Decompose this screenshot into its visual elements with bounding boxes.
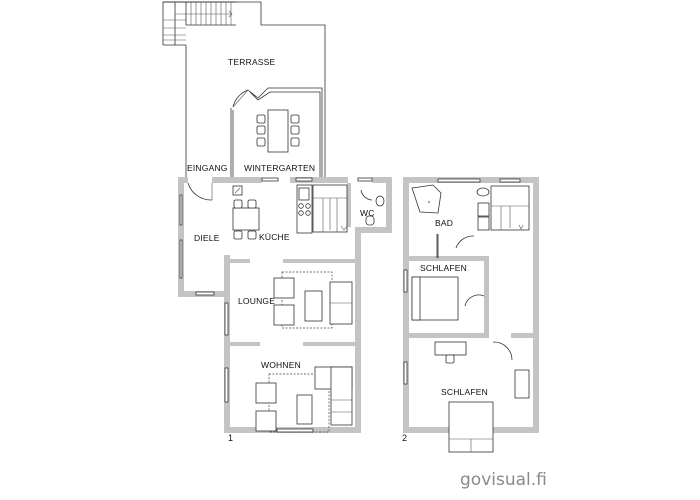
room-label-schlafen-large: SCHLAFEN: [441, 387, 488, 397]
small-bedroom-furniture: [411, 276, 485, 321]
indoor-stairs-floor-2: [490, 185, 530, 231]
room-label-bad: BAD: [435, 218, 453, 228]
floor-2-number: 2: [402, 433, 407, 443]
terrace-outline: [185, 1, 326, 178]
large-bedroom-furniture: [434, 341, 530, 453]
room-label-schlafen-small: SCHLAFEN: [420, 263, 467, 273]
room-label-wohnen: WOHNEN: [261, 360, 301, 370]
floor-1-doors: [187, 182, 373, 201]
indoor-stairs-floor-1: [312, 184, 348, 233]
room-label-wintergarten: WINTERGARTEN: [244, 163, 315, 173]
floor-2-windows: [403, 178, 521, 385]
outdoor-stairs: [162, 1, 237, 46]
room-label-terrasse: TERRASSE: [228, 57, 276, 67]
room-label-diele: DIELE: [194, 233, 220, 243]
wohnen-furniture: [255, 366, 353, 433]
lounge-furniture: [273, 271, 353, 329]
floor-1-number: 1: [228, 433, 233, 443]
wc-fixtures: [365, 195, 385, 226]
room-label-wc: WC: [360, 208, 375, 218]
kitchen-fixtures: [232, 184, 313, 240]
dining-table: [256, 109, 300, 153]
bathroom-fixtures: [411, 184, 490, 258]
wintergarten-outline: [230, 87, 323, 178]
room-label-lounge: LOUNGE: [238, 296, 275, 306]
floor-1-windows: [179, 177, 373, 433]
watermark: govisual.fi: [460, 470, 547, 490]
room-label-kueche: KÜCHE: [259, 232, 290, 242]
room-label-eingang: EINGANG: [187, 163, 228, 173]
